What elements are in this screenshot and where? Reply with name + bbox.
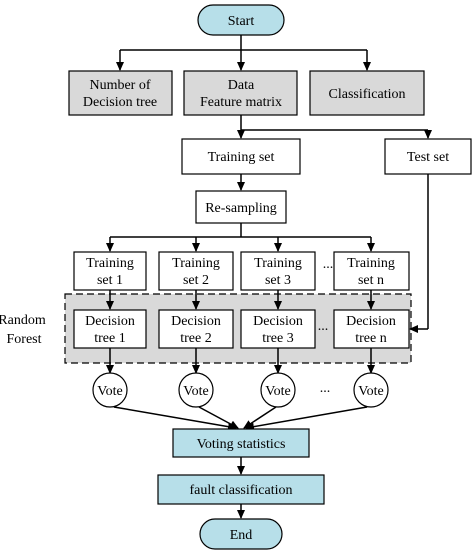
data-feature-matrix-line2: Feature matrix	[200, 95, 282, 110]
training-subset-ellipsis: ...	[323, 257, 334, 272]
decision-tree-box-2	[158, 309, 234, 349]
decision-tree-box-1	[73, 309, 147, 349]
data-feature-matrix-line1: Data	[228, 78, 255, 93]
number-of-trees-line2: Decision tree	[83, 95, 157, 110]
decision-tree-1-line1: Decision	[85, 314, 135, 329]
training-subset-n-line2: set n	[358, 273, 384, 288]
vote-label-1: Vote	[97, 384, 122, 399]
training-set-label: Training set	[208, 150, 275, 165]
vote-label-3: Vote	[265, 384, 290, 399]
training-subset-2-line2: set 2	[183, 273, 209, 288]
end-label: End	[230, 528, 253, 543]
training-subset-box-2	[158, 251, 234, 291]
training-subset-3-line1: Training	[254, 256, 302, 271]
training-subset-1-line2: set 1	[97, 273, 123, 288]
decision-tree-ellipsis: ...	[318, 319, 329, 334]
resampling-label: Re-sampling	[205, 201, 277, 216]
data-feature-matrix-box	[183, 70, 298, 116]
classification-label: Classification	[329, 87, 406, 102]
number-of-trees-line1: Number of	[89, 78, 150, 93]
training-set-box	[181, 138, 301, 175]
classification-box	[309, 70, 425, 116]
fault-classification-label: fault classification	[189, 483, 292, 498]
decision-tree-box-n	[333, 309, 410, 349]
vote-circle-1	[92, 372, 128, 408]
decision-tree-box-3	[240, 309, 316, 349]
vote-label-n: Vote	[358, 384, 383, 399]
decision-tree-2-line2: tree 2	[180, 331, 211, 346]
decision-tree-3-line2: tree 3	[262, 331, 293, 346]
random-forest-label-line1: Random	[0, 313, 46, 328]
training-subset-box-n	[333, 251, 410, 291]
end-node	[199, 518, 283, 550]
training-subset-box-3	[240, 251, 316, 291]
test-set-label: Test set	[407, 150, 449, 165]
decision-tree-1-line2: tree 1	[94, 331, 125, 346]
vote-circle-2	[178, 372, 214, 408]
random-forest-label-line2: Forest	[7, 332, 42, 347]
training-subset-1-line1: Training	[86, 256, 134, 271]
start-label: Start	[228, 14, 255, 29]
training-subset-2-line1: Training	[172, 256, 220, 271]
decision-tree-n-line2: tree n	[355, 331, 386, 346]
vote-circle-n	[353, 372, 389, 408]
resampling-box	[195, 190, 287, 224]
decision-tree-3-line1: Decision	[253, 314, 303, 329]
voting-statistics-label: Voting statistics	[197, 437, 286, 452]
fault-classification-box	[157, 474, 325, 505]
number-of-trees-box	[68, 70, 173, 116]
training-subset-n-line1: Training	[347, 256, 395, 271]
decision-tree-2-line1: Decision	[171, 314, 221, 329]
decision-tree-n-line1: Decision	[346, 314, 396, 329]
vote-circle-3	[260, 372, 296, 408]
vote-ellipsis: ...	[320, 381, 331, 396]
vote-label-2: Vote	[183, 384, 208, 399]
training-subset-3-line2: set 3	[265, 273, 291, 288]
